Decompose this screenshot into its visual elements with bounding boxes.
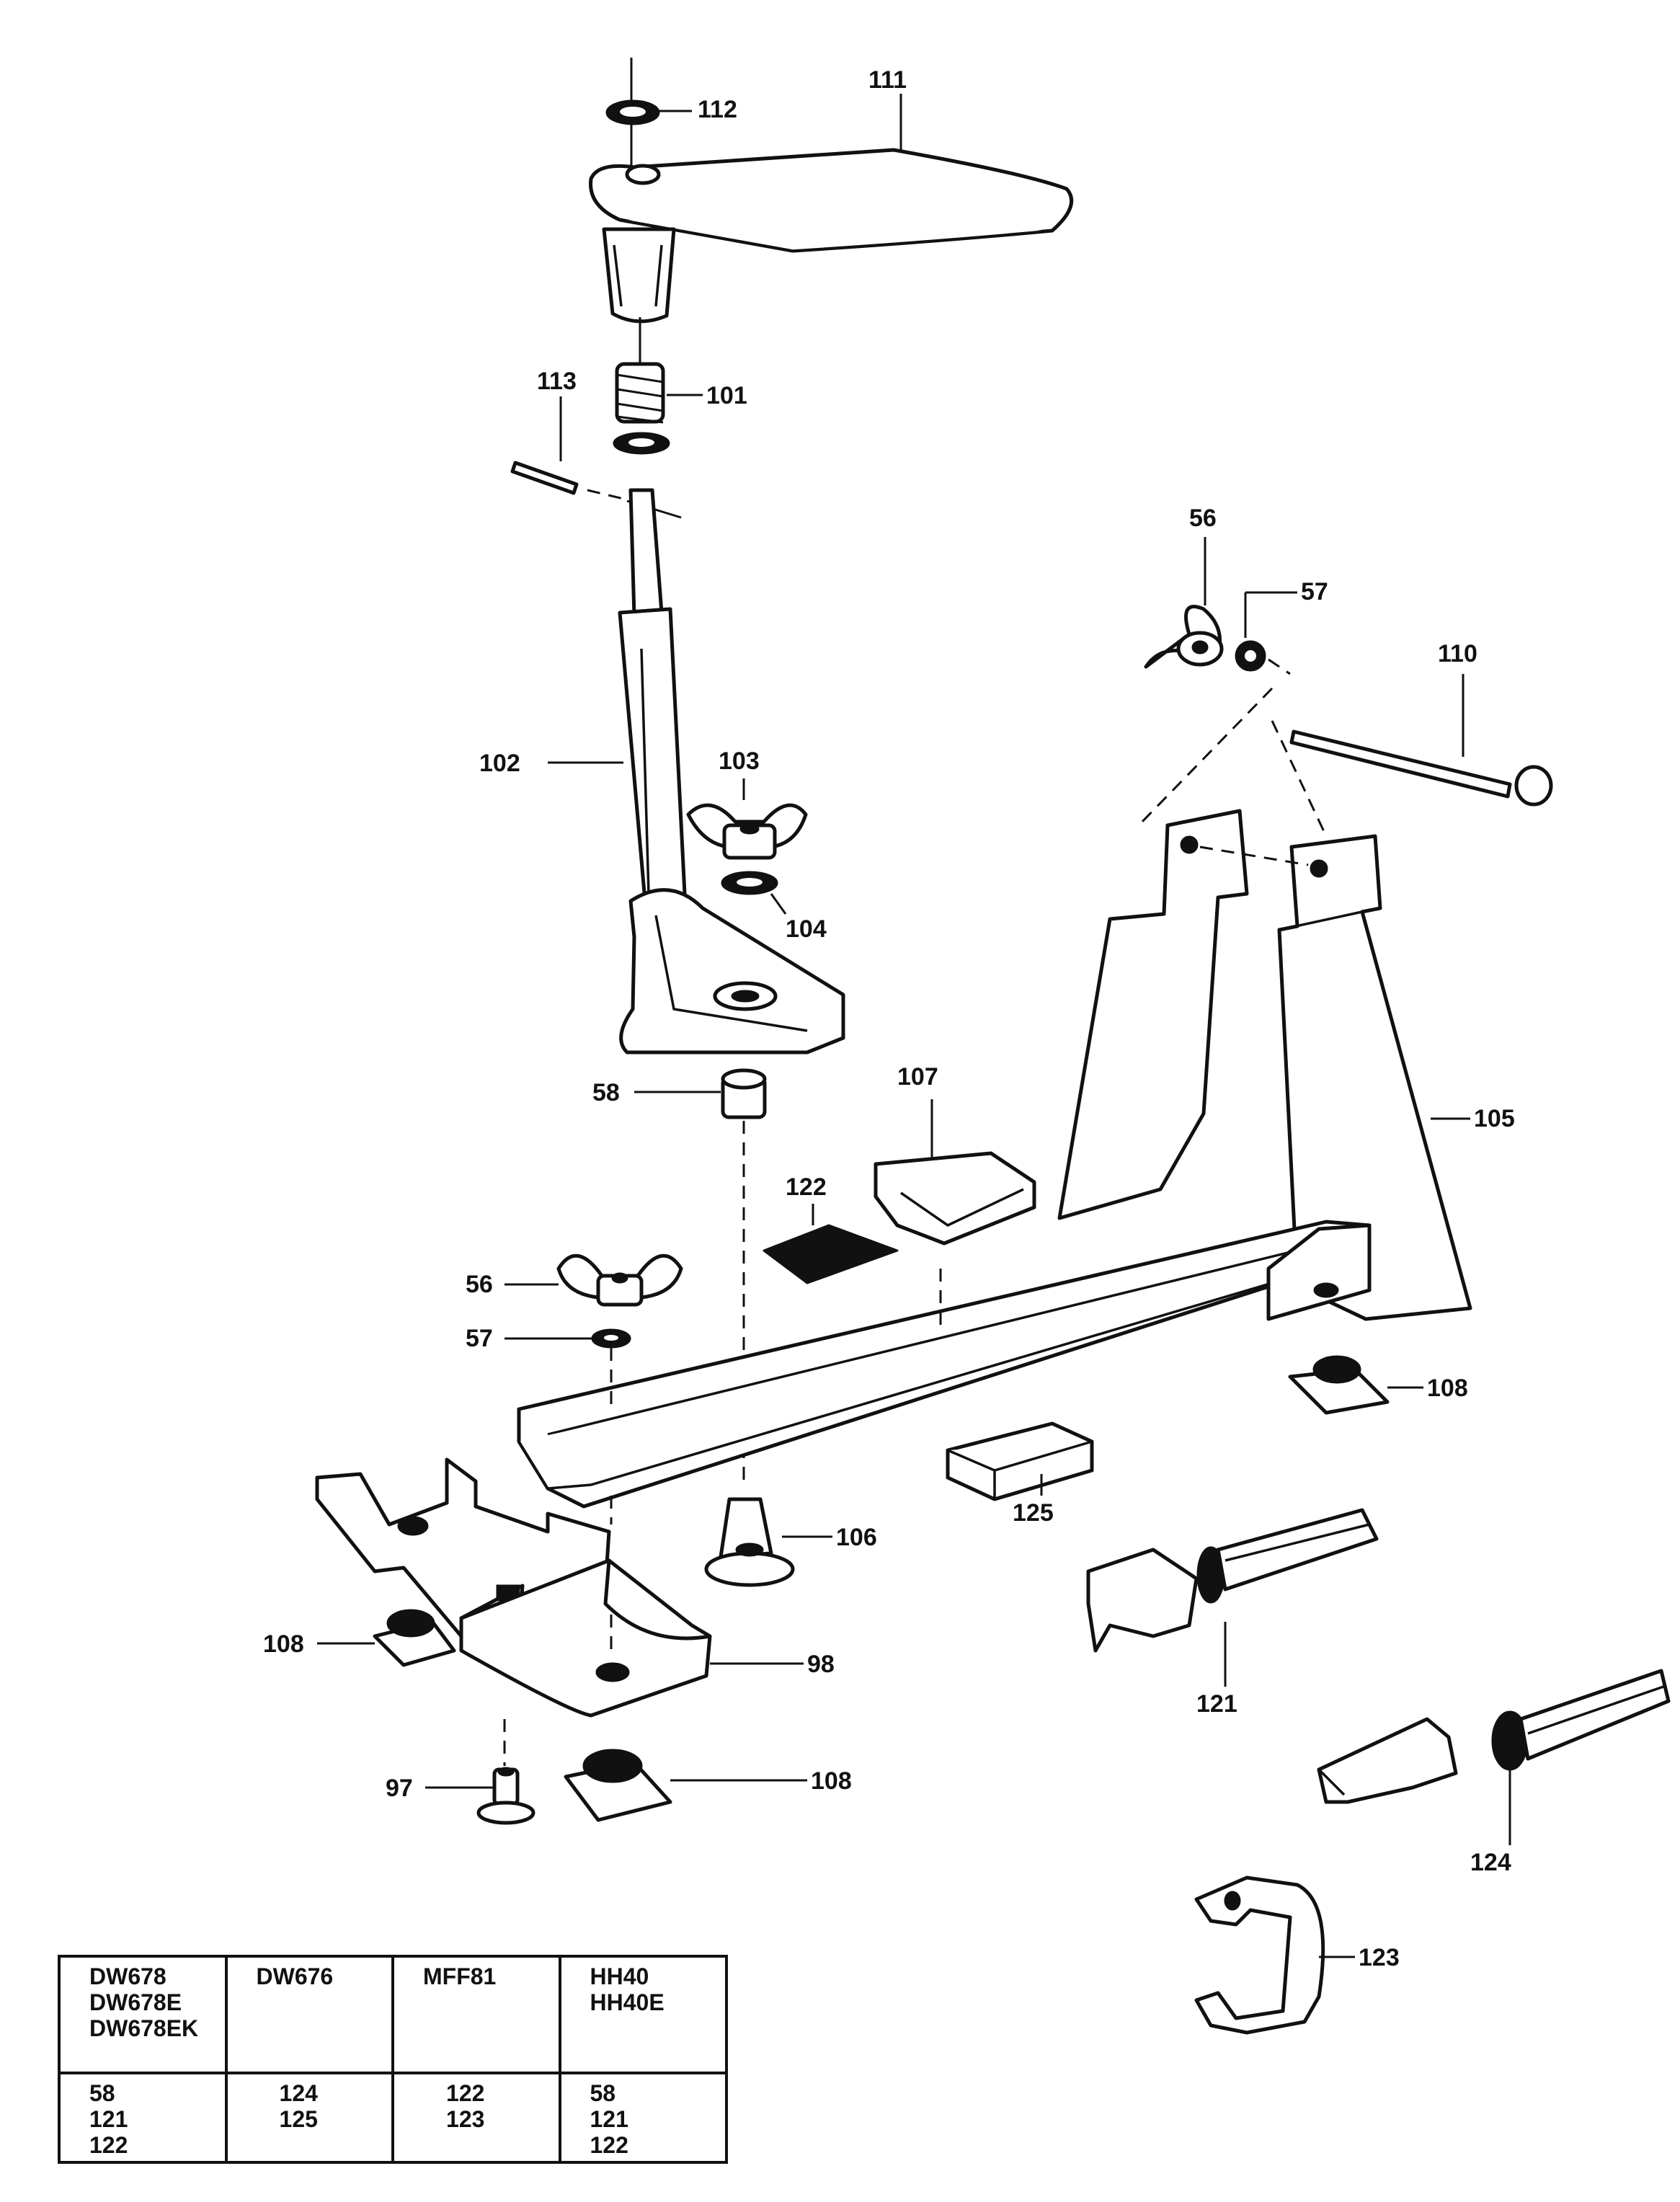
arm-111 (589, 148, 1074, 324)
slider-107 (874, 1151, 1036, 1246)
spacer-58 (721, 1068, 767, 1119)
washer-57-upper (1235, 640, 1266, 672)
callout-110: 110 (1438, 640, 1477, 667)
wing-nut-56-lower (556, 1253, 683, 1307)
callout-58: 58 (592, 1079, 620, 1106)
base-plate-98 (315, 1457, 712, 1718)
callout-113: 113 (537, 368, 577, 395)
callout-104: 104 (786, 915, 827, 943)
callout-101: 101 (706, 382, 747, 409)
callout-107: 107 (897, 1063, 938, 1091)
spring-101 (613, 362, 670, 455)
parts-cell-hh40: 58 121 122 (558, 2072, 728, 2164)
model-cell-mff81: MFF81 (391, 1955, 561, 2074)
callout-56-lower: 56 (466, 1271, 493, 1298)
pin-113 (510, 461, 579, 495)
bolt-110 (1289, 729, 1553, 807)
callout-125: 125 (1013, 1499, 1054, 1527)
stand-frame-105 (1057, 809, 1472, 1321)
post-102 (618, 488, 845, 1055)
callout-108-left: 108 (263, 1630, 304, 1658)
callout-102: 102 (479, 750, 520, 777)
callout-123: 123 (1359, 1944, 1400, 1971)
clamp-handle-124 (1317, 1669, 1671, 1804)
callout-98: 98 (807, 1651, 835, 1678)
pad-122 (763, 1224, 899, 1284)
clip-123 (1194, 1875, 1325, 2035)
callout-108-right: 108 (1427, 1375, 1468, 1402)
rubber-foot-108-left (373, 1609, 456, 1667)
model-cell-dw676: DW676 (224, 1955, 394, 2074)
screw-97 (476, 1767, 535, 1825)
model-cell-hh40: HH40 HH40E (558, 1955, 728, 2074)
washer-112 (605, 99, 660, 125)
washer-57-lower (591, 1328, 631, 1349)
clamp-handle-121 (1086, 1508, 1379, 1653)
callout-121: 121 (1196, 1690, 1237, 1718)
callout-57-lower: 57 (466, 1325, 493, 1352)
callout-105: 105 (1474, 1105, 1515, 1132)
block-125 (946, 1421, 1094, 1501)
callout-122: 122 (786, 1173, 827, 1201)
callout-124: 124 (1470, 1849, 1511, 1876)
table-row-models: DW678 DW678E DW678EK DW676 MFF81 HH40 HH… (58, 1955, 728, 2074)
callout-103: 103 (719, 747, 760, 775)
callout-56-upper: 56 (1189, 505, 1217, 532)
washer-104 (721, 871, 778, 895)
foot-bolt-106 (704, 1497, 795, 1587)
callout-97: 97 (386, 1775, 413, 1802)
parts-cell-mff81: 122 123 (391, 2072, 561, 2164)
model-cell-dw678: DW678 DW678E DW678EK (58, 1955, 228, 2074)
model-parts-table: DW678 DW678E DW678EK DW676 MFF81 HH40 HH… (58, 1955, 728, 2164)
callout-106: 106 (836, 1524, 877, 1551)
rubber-foot-108-bottom (564, 1749, 672, 1822)
rail (517, 1220, 1372, 1509)
table-row-parts: 58 121 122 124 125 122 123 58 121 122 (58, 2072, 728, 2164)
wing-nut-103 (686, 803, 808, 860)
wing-nut-56-upper (1144, 605, 1224, 669)
rubber-foot-108-right (1288, 1355, 1390, 1415)
callout-57-upper: 57 (1301, 578, 1328, 605)
parts-cell-dw676: 124 125 (224, 2072, 394, 2164)
callout-112: 112 (698, 96, 737, 123)
callout-108-bottom: 108 (811, 1767, 852, 1795)
parts-cell-dw678: 58 121 122 (58, 2072, 228, 2164)
callout-111: 111 (868, 66, 907, 94)
